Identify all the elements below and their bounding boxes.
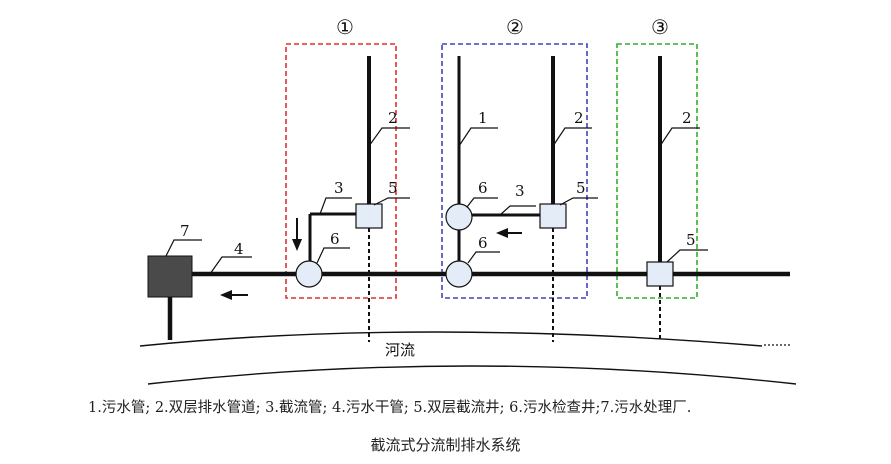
region1-intercept-well [355, 203, 383, 229]
river-label: 河流 [385, 341, 415, 359]
label-3-region1: 3 [334, 179, 344, 197]
label-6-region1: 6 [330, 230, 340, 248]
leader-2b [552, 127, 592, 147]
region1-down-arrow-head [292, 239, 302, 251]
leader-6b [466, 197, 498, 208]
leader-6a [316, 247, 350, 264]
region-box-2 [441, 43, 588, 299]
leader-3b [499, 205, 536, 216]
leader-5b [559, 197, 598, 206]
leader-5c [666, 249, 708, 263]
label-2-region1: 2 [388, 109, 398, 127]
legend-text: 1.污水管; 2.双层排水管道; 3.截流管; 4.污水干管; 5.双层截流井;… [88, 400, 692, 416]
label-2-region2: 2 [574, 109, 584, 127]
label-6-region2-lower: 6 [478, 234, 488, 252]
leader-3a [319, 197, 352, 215]
leader-lines [165, 127, 708, 275]
region-number-3: ③ [651, 15, 669, 39]
label-3-region2: 3 [515, 182, 525, 200]
river-upper-bank [139, 331, 763, 347]
label-1: 1 [478, 109, 488, 127]
label-5-region2: 5 [576, 179, 586, 197]
leader-7 [165, 239, 202, 257]
label-2-region3: 2 [682, 109, 692, 127]
label-7: 7 [180, 222, 190, 240]
leader-2a [368, 127, 410, 147]
region-number-2: ② [506, 15, 524, 39]
label-6-region2-upper: 6 [478, 179, 488, 197]
diagram-caption: 截流式分流制排水系统 [370, 436, 521, 454]
region-box-1 [285, 43, 397, 299]
leader-5a [373, 197, 410, 206]
region-number-1: ① [336, 15, 354, 39]
leader-6c [467, 251, 500, 264]
label-4: 4 [234, 240, 244, 258]
region2-upper-manhole [445, 203, 473, 231]
leader-2c [659, 127, 700, 147]
region2-intercept-well [539, 203, 567, 229]
label-5-region1: 5 [388, 179, 398, 197]
region-box-3 [616, 43, 698, 299]
leader-1 [458, 127, 498, 147]
region2-lower-manhole [445, 260, 473, 288]
leader-4 [209, 256, 252, 275]
river-lower-bank [147, 365, 797, 385]
label-5-region3: 5 [686, 231, 696, 249]
region2-flow-arrow-head [496, 228, 508, 238]
region1-manhole [295, 260, 323, 288]
treatment-plant [147, 255, 193, 298]
region3-intercept-well [646, 261, 674, 287]
flow-arrow-head [220, 290, 232, 300]
